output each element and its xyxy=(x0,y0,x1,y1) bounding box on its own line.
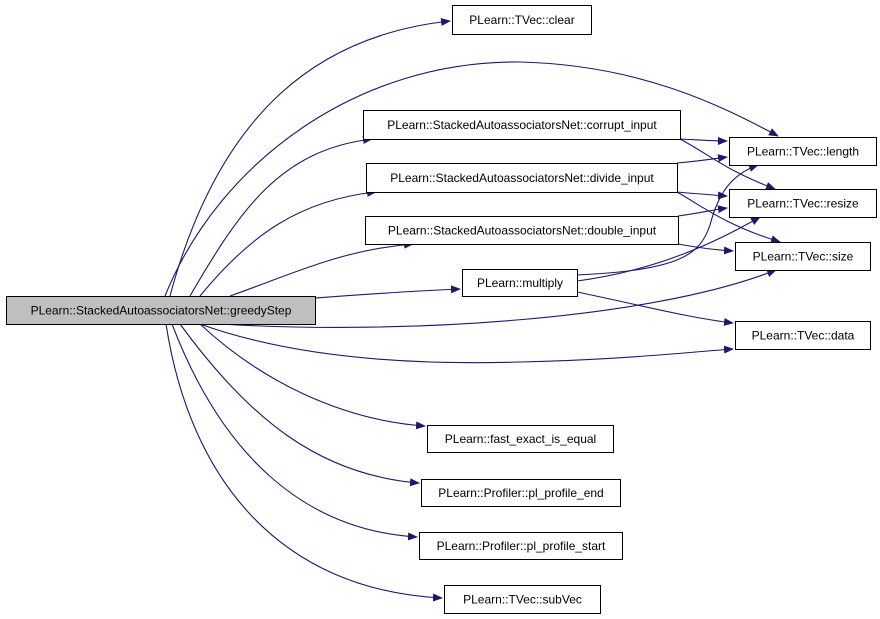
node-box[interactable] xyxy=(452,5,592,35)
node-box[interactable] xyxy=(363,110,681,140)
edge-greedyStep-to-pl_profile_end xyxy=(179,323,420,487)
node-box[interactable] xyxy=(365,216,679,245)
node-divide_input[interactable]: PLearn::StackedAutoassociatorsNet::divid… xyxy=(366,163,678,193)
edge-greedyStep-to-size xyxy=(219,269,777,328)
node-box[interactable] xyxy=(444,585,601,614)
node-length[interactable]: PLearn::TVec::length xyxy=(729,137,877,166)
edge-greedyStep-to-data xyxy=(199,323,734,364)
node-box[interactable] xyxy=(735,242,871,271)
node-box[interactable] xyxy=(462,269,578,297)
edge-greedyStep-to-length xyxy=(164,61,779,297)
node-label: PLearn::StackedAutoassociatorsNet::greed… xyxy=(31,304,292,318)
node-label: PLearn::TVec::length xyxy=(747,145,859,159)
edge-greedyStep-to-fast_exact_is_equal xyxy=(199,323,426,430)
node-pl_profile_start[interactable]: PLearn::Profiler::pl_profile_start xyxy=(419,532,623,560)
node-box[interactable] xyxy=(366,163,678,193)
node-box[interactable] xyxy=(729,137,877,166)
edge-multiply-to-resize xyxy=(576,216,761,282)
node-label: PLearn::fast_exact_is_equal xyxy=(445,432,596,446)
node-data[interactable]: PLearn::TVec::data xyxy=(735,321,871,350)
edge-multiply-to-length xyxy=(576,164,759,276)
node-label: PLearn::StackedAutoassociatorsNet::divid… xyxy=(390,171,654,185)
node-label: PLearn::multiply xyxy=(477,276,563,290)
edge-greedyStep-to-divide_input xyxy=(199,188,377,297)
edge-corrupt_input-to-resize xyxy=(679,138,776,190)
edge-greedyStep-to-subVec xyxy=(165,323,443,602)
node-box[interactable] xyxy=(419,532,623,560)
node-label: PLearn::TVec::resize xyxy=(747,197,859,211)
node-subVec[interactable]: PLearn::TVec::subVec xyxy=(444,585,601,614)
edge-double_input-to-size xyxy=(677,243,734,255)
edges-layer xyxy=(164,17,781,602)
node-box[interactable] xyxy=(6,296,316,325)
node-multiply[interactable]: PLearn::multiply xyxy=(462,269,578,297)
edge-greedyStep-to-multiply xyxy=(314,285,461,299)
edge-divide_input-to-size xyxy=(676,191,781,244)
node-greedyStep[interactable]: PLearn::StackedAutoassociatorsNet::greed… xyxy=(6,296,316,325)
edge-divide_input-to-length xyxy=(676,154,728,164)
node-box[interactable] xyxy=(427,425,614,453)
node-label: PLearn::Profiler::pl_profile_end xyxy=(438,486,603,500)
node-label: PLearn::TVec::clear xyxy=(469,13,574,27)
edge-divide_input-to-resize xyxy=(676,191,728,200)
node-fast_exact_is_equal[interactable]: PLearn::fast_exact_is_equal xyxy=(427,425,614,453)
node-clear[interactable]: PLearn::TVec::clear xyxy=(452,5,592,35)
node-pl_profile_end[interactable]: PLearn::Profiler::pl_profile_end xyxy=(421,479,621,507)
node-box[interactable] xyxy=(421,479,621,507)
node-label: PLearn::StackedAutoassociatorsNet::corru… xyxy=(387,118,657,132)
node-box[interactable] xyxy=(735,321,871,350)
node-box[interactable] xyxy=(729,189,877,218)
edge-multiply-to-data xyxy=(576,291,734,326)
node-label: PLearn::TVec::data xyxy=(752,329,855,343)
edge-corrupt_input-to-length xyxy=(679,136,728,145)
node-label: PLearn::StackedAutoassociatorsNet::doubl… xyxy=(388,224,657,238)
edge-greedyStep-to-pl_profile_start xyxy=(171,323,418,541)
edge-greedyStep-to-corrupt_input xyxy=(189,136,373,297)
node-double_input[interactable]: PLearn::StackedAutoassociatorsNet::doubl… xyxy=(365,216,679,245)
node-label: PLearn::TVec::size xyxy=(753,250,854,264)
node-size[interactable]: PLearn::TVec::size xyxy=(735,242,871,271)
nodes-layer: PLearn::StackedAutoassociatorsNet::greed… xyxy=(6,5,877,614)
edge-greedyStep-to-double_input xyxy=(229,240,414,297)
node-corrupt_input[interactable]: PLearn::StackedAutoassociatorsNet::corru… xyxy=(363,110,681,140)
edge-greedyStep-to-clear xyxy=(169,17,451,297)
node-resize[interactable]: PLearn::TVec::resize xyxy=(729,189,877,218)
node-label: PLearn::Profiler::pl_profile_start xyxy=(437,539,606,553)
edge-double_input-to-resize xyxy=(677,205,728,217)
node-label: PLearn::TVec::subVec xyxy=(463,593,582,607)
